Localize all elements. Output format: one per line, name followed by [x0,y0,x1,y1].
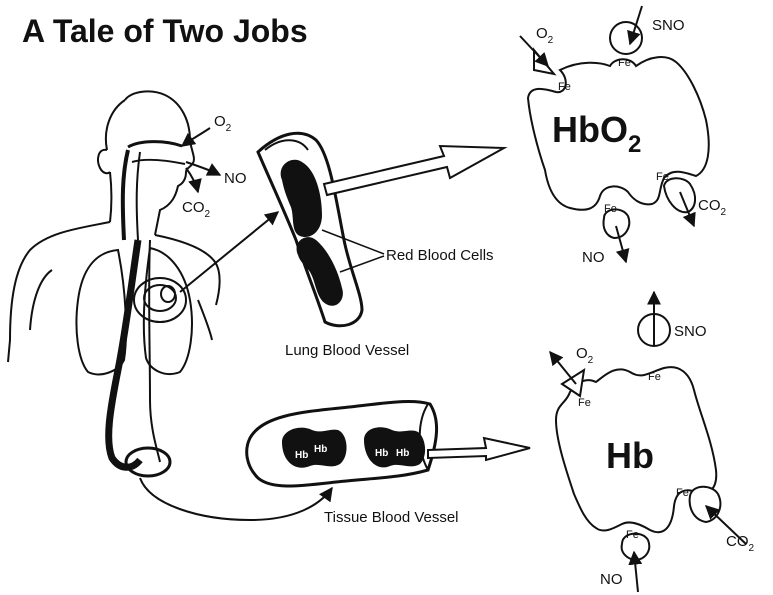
hbo2-fe-bottom: Fe [604,203,617,215]
right-lung [144,248,192,374]
red-blood-cells-label: Red Blood Cells [386,247,494,264]
heart-to-lung-arrow [180,212,278,292]
lung-vessel-label: Lung Blood Vessel [285,342,409,359]
hb-fe-top: Fe [648,371,661,383]
tissue-rbc-right-hb2: Hb [396,448,409,459]
face-co2-label: CO2 [182,199,211,220]
middle-sno-ligand [638,292,670,346]
tissue-vessel-label: Tissue Blood Vessel [324,509,459,526]
hbo2-fe-top: Fe [618,57,631,69]
hb-co2-label: CO2 [726,533,755,554]
hbo2-fe-tl: Fe [558,81,571,93]
diagram-title: A Tale of Two Jobs [22,13,308,49]
hbo2-no-ligand [603,209,629,262]
tissue-to-hb-arrow [428,438,530,460]
hb-label: Hb [606,435,654,476]
hb-fe-bottom: Fe [626,529,639,541]
hb-fe-tl: Fe [578,397,591,409]
middle-sno-label: SNO [674,323,707,340]
hbo2-co2-label: CO2 [698,197,727,218]
hbo2-o2-label: O2 [536,25,554,46]
hbo2-no-label: NO [582,249,605,266]
hbo2-sno-label: SNO [652,17,685,34]
tissue-rbc-right-hb1: Hb [375,448,388,459]
tissue-rbc-right [364,427,425,467]
tissue-rbc-left-hb2: Hb [314,444,327,455]
hbo2-fe-br: Fe [656,171,669,183]
hbo2-co2-ligand [664,178,695,226]
tissue-rbc-left-hb1: Hb [295,450,308,461]
face-o2-label: O2 [214,113,232,134]
face-gas-arrows [182,128,220,192]
hb-no-ligand [622,534,650,592]
lung-to-hbo2-arrow [324,146,504,195]
hb-fe-right: Fe [676,487,689,499]
hb-o2-label: O2 [576,345,594,366]
human-figure [8,91,220,362]
tissue-blood-vessel [247,401,437,486]
face-no-label: NO [224,170,247,187]
hb-no-label: NO [600,571,623,588]
hbo2-sno-ligand [610,6,642,54]
lung-blood-vessel [258,133,362,326]
